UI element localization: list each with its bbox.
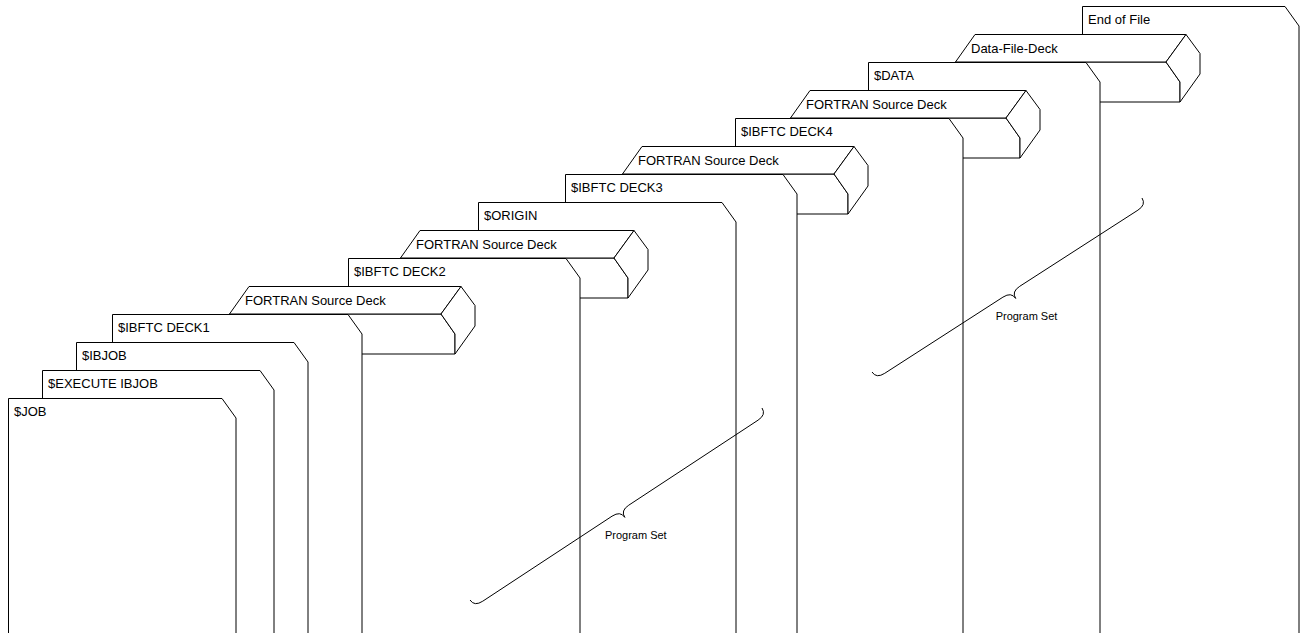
set-label: Program Set xyxy=(992,306,1062,324)
deck-top-face xyxy=(956,35,1187,63)
card-label: $IBJOB xyxy=(82,348,127,364)
card-label: End of File xyxy=(1088,12,1150,28)
card-label: $EXECUTE IBJOB xyxy=(48,376,158,392)
deck-side-face xyxy=(834,147,868,215)
card-label: $IBFTC DECK4 xyxy=(741,124,833,140)
bracket xyxy=(470,408,764,604)
deck-top-face xyxy=(623,147,855,175)
card-label: FORTRAN Source Deck xyxy=(806,97,947,113)
deck-top-face xyxy=(791,91,1027,119)
card-outline xyxy=(8,398,237,633)
card-label: FORTRAN Source Deck xyxy=(245,293,386,309)
deck-side-face xyxy=(1166,35,1200,103)
card-label: $IBFTC DECK3 xyxy=(571,180,663,196)
deck-side-face xyxy=(1006,91,1040,159)
card-label: Data-File-Deck xyxy=(971,41,1058,57)
control-card: $JOB xyxy=(8,398,237,633)
deck-side-face xyxy=(441,287,475,355)
card-label: $IBFTC DECK1 xyxy=(118,320,210,336)
card-label: $IBFTC DECK2 xyxy=(354,264,446,280)
set-label: Program Set xyxy=(601,525,671,543)
card-label: FORTRAN Source Deck xyxy=(416,237,557,253)
bracket xyxy=(872,198,1143,376)
card-label: $ORIGIN xyxy=(484,208,537,224)
card-label: $DATA xyxy=(874,68,914,84)
card-face xyxy=(9,399,237,633)
card-label: $JOB xyxy=(14,404,47,420)
card-label: FORTRAN Source Deck xyxy=(638,153,779,169)
bracket-label: Program Set xyxy=(996,310,1058,322)
deck-top-face xyxy=(230,287,462,315)
bracket-label: Program Set xyxy=(605,529,667,541)
deck-top-face xyxy=(401,231,635,259)
deck-side-face xyxy=(614,231,648,299)
